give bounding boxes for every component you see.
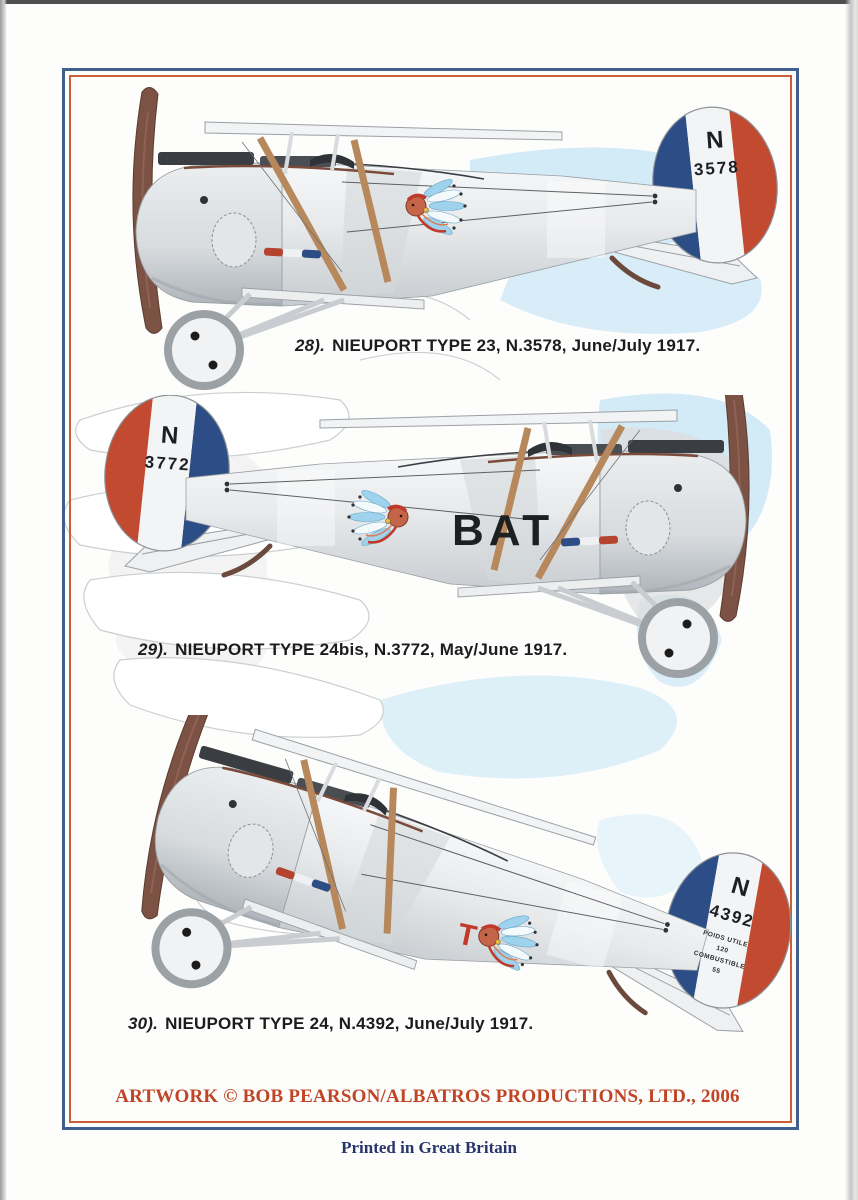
airframe-art [112, 715, 800, 1045]
page-edge-right [845, 0, 858, 1200]
artwork-credit: ARTWORK © BOB PEARSON/ALBATROS PRODUCTIO… [115, 1086, 740, 1107]
caption-28: 28).NIEUPORT TYPE 23, N.3578, June/July … [295, 336, 701, 355]
airframe-art [91, 395, 749, 678]
page-frame-blue [62, 68, 799, 1130]
aircraft-profile-30: T N 4392 POIDS UTILE 120 COMBUSTIBLE 55 [100, 715, 800, 1045]
svg-text:3772: 3772 [144, 452, 191, 474]
svg-text:120: 120 [715, 945, 729, 955]
scan-edge-top [0, 0, 858, 4]
svg-text:3578: 3578 [693, 157, 740, 179]
scan-edge-left [0, 0, 7, 1200]
page-frame-orange [69, 75, 792, 1123]
printed-in-line: Printed in Great Britain [341, 1138, 517, 1157]
svg-text:55: 55 [711, 966, 721, 975]
caption-30: 30).NIEUPORT TYPE 24, N.4392, June/July … [128, 1014, 534, 1033]
svg-text:N: N [705, 126, 724, 154]
aircraft-profile-28: N 3578 [92, 82, 792, 412]
caption-29: 29).NIEUPORT TYPE 24bis, N.3772, May/Jun… [138, 640, 568, 659]
fuselage-text: BAT [452, 506, 554, 555]
svg-text:N: N [160, 422, 179, 450]
